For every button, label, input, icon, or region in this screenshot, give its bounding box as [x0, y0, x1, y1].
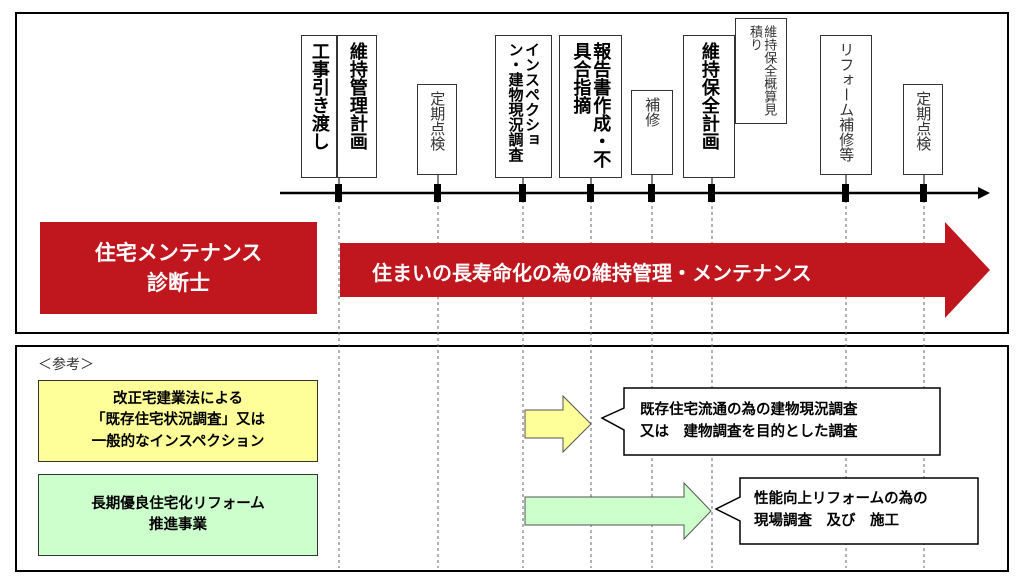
callout-2-shape	[714, 477, 979, 545]
callout-2-text: 性能向上リフォームの為の 現場調査 及び 施工	[754, 488, 928, 533]
main-red-arrow	[340, 222, 990, 318]
report-box: 報告書作成・不具合指摘	[559, 35, 622, 178]
maintenance-specialist-label: 住宅メンテナンス 診断士	[40, 222, 317, 314]
tick	[708, 184, 715, 202]
green-info-box: 長期優良住宅化リフォーム 推進事業	[38, 474, 318, 556]
green-line-2: 推進事業	[149, 517, 207, 533]
tick	[335, 184, 342, 202]
inspection-box: インスペクション・建物現況調査	[495, 35, 552, 178]
tick	[519, 184, 526, 202]
callout-1-line-2: 又は 建物調査を目的とした調査	[640, 424, 858, 441]
estimate-box: 維持保全概算見積り	[735, 18, 787, 124]
repair-box: 補修	[631, 90, 673, 175]
green-arrow	[524, 481, 712, 541]
callout-2-line-1: 性能向上リフォームの為の	[754, 491, 928, 507]
handover-box: 工事引き渡し	[301, 35, 337, 178]
axis-ticks	[335, 184, 927, 202]
periodic-inspection-box-1: 定期点検	[417, 84, 457, 175]
maintenance-plan-box: 維持管理計画	[337, 35, 377, 178]
yellow-line-3: 一般的なインスペクション	[91, 433, 265, 450]
yellow-line-1: 改正宅建業法による	[112, 391, 244, 408]
yellow-info-box: 改正宅建業法による 「既存住宅状況調査」又は 一般的なインスペクション	[38, 380, 318, 462]
reform-box: リフォーム補修等	[820, 35, 872, 175]
callout-1-shape	[600, 387, 941, 456]
green-line-1: 長期優良住宅化リフォーム	[91, 495, 265, 512]
tick	[842, 184, 849, 202]
callout-1-text: 既存住宅流通の為の建物現況調査 又は 建物調査を目的とした調査	[640, 399, 858, 444]
periodic-inspection-box-2: 定期点検	[903, 84, 943, 175]
box-stems	[338, 175, 925, 185]
tick	[648, 184, 655, 202]
yellow-line-2: 「既存住宅状況調査」又は	[91, 412, 265, 429]
callout-1-line-1: 既存住宅流通の為の建物現況調査	[640, 402, 858, 418]
axis-arrowhead	[978, 187, 990, 199]
yellow-arrow	[524, 394, 592, 454]
tick	[920, 184, 927, 202]
label-line-1: 住宅メンテナンス	[94, 240, 263, 265]
reference-title: ＜参考＞	[38, 357, 94, 373]
callout-2-line-2: 現場調査 及び 施工	[754, 513, 899, 530]
main-arrow-text: 住まいの長寿命化の為の維持管理・メンテナンス	[372, 261, 812, 285]
tick	[587, 184, 594, 202]
label-line-2: 診断士	[147, 271, 210, 295]
tick	[434, 184, 441, 202]
maintenance-conservation-plan-box: 維持保全計画	[683, 35, 735, 178]
